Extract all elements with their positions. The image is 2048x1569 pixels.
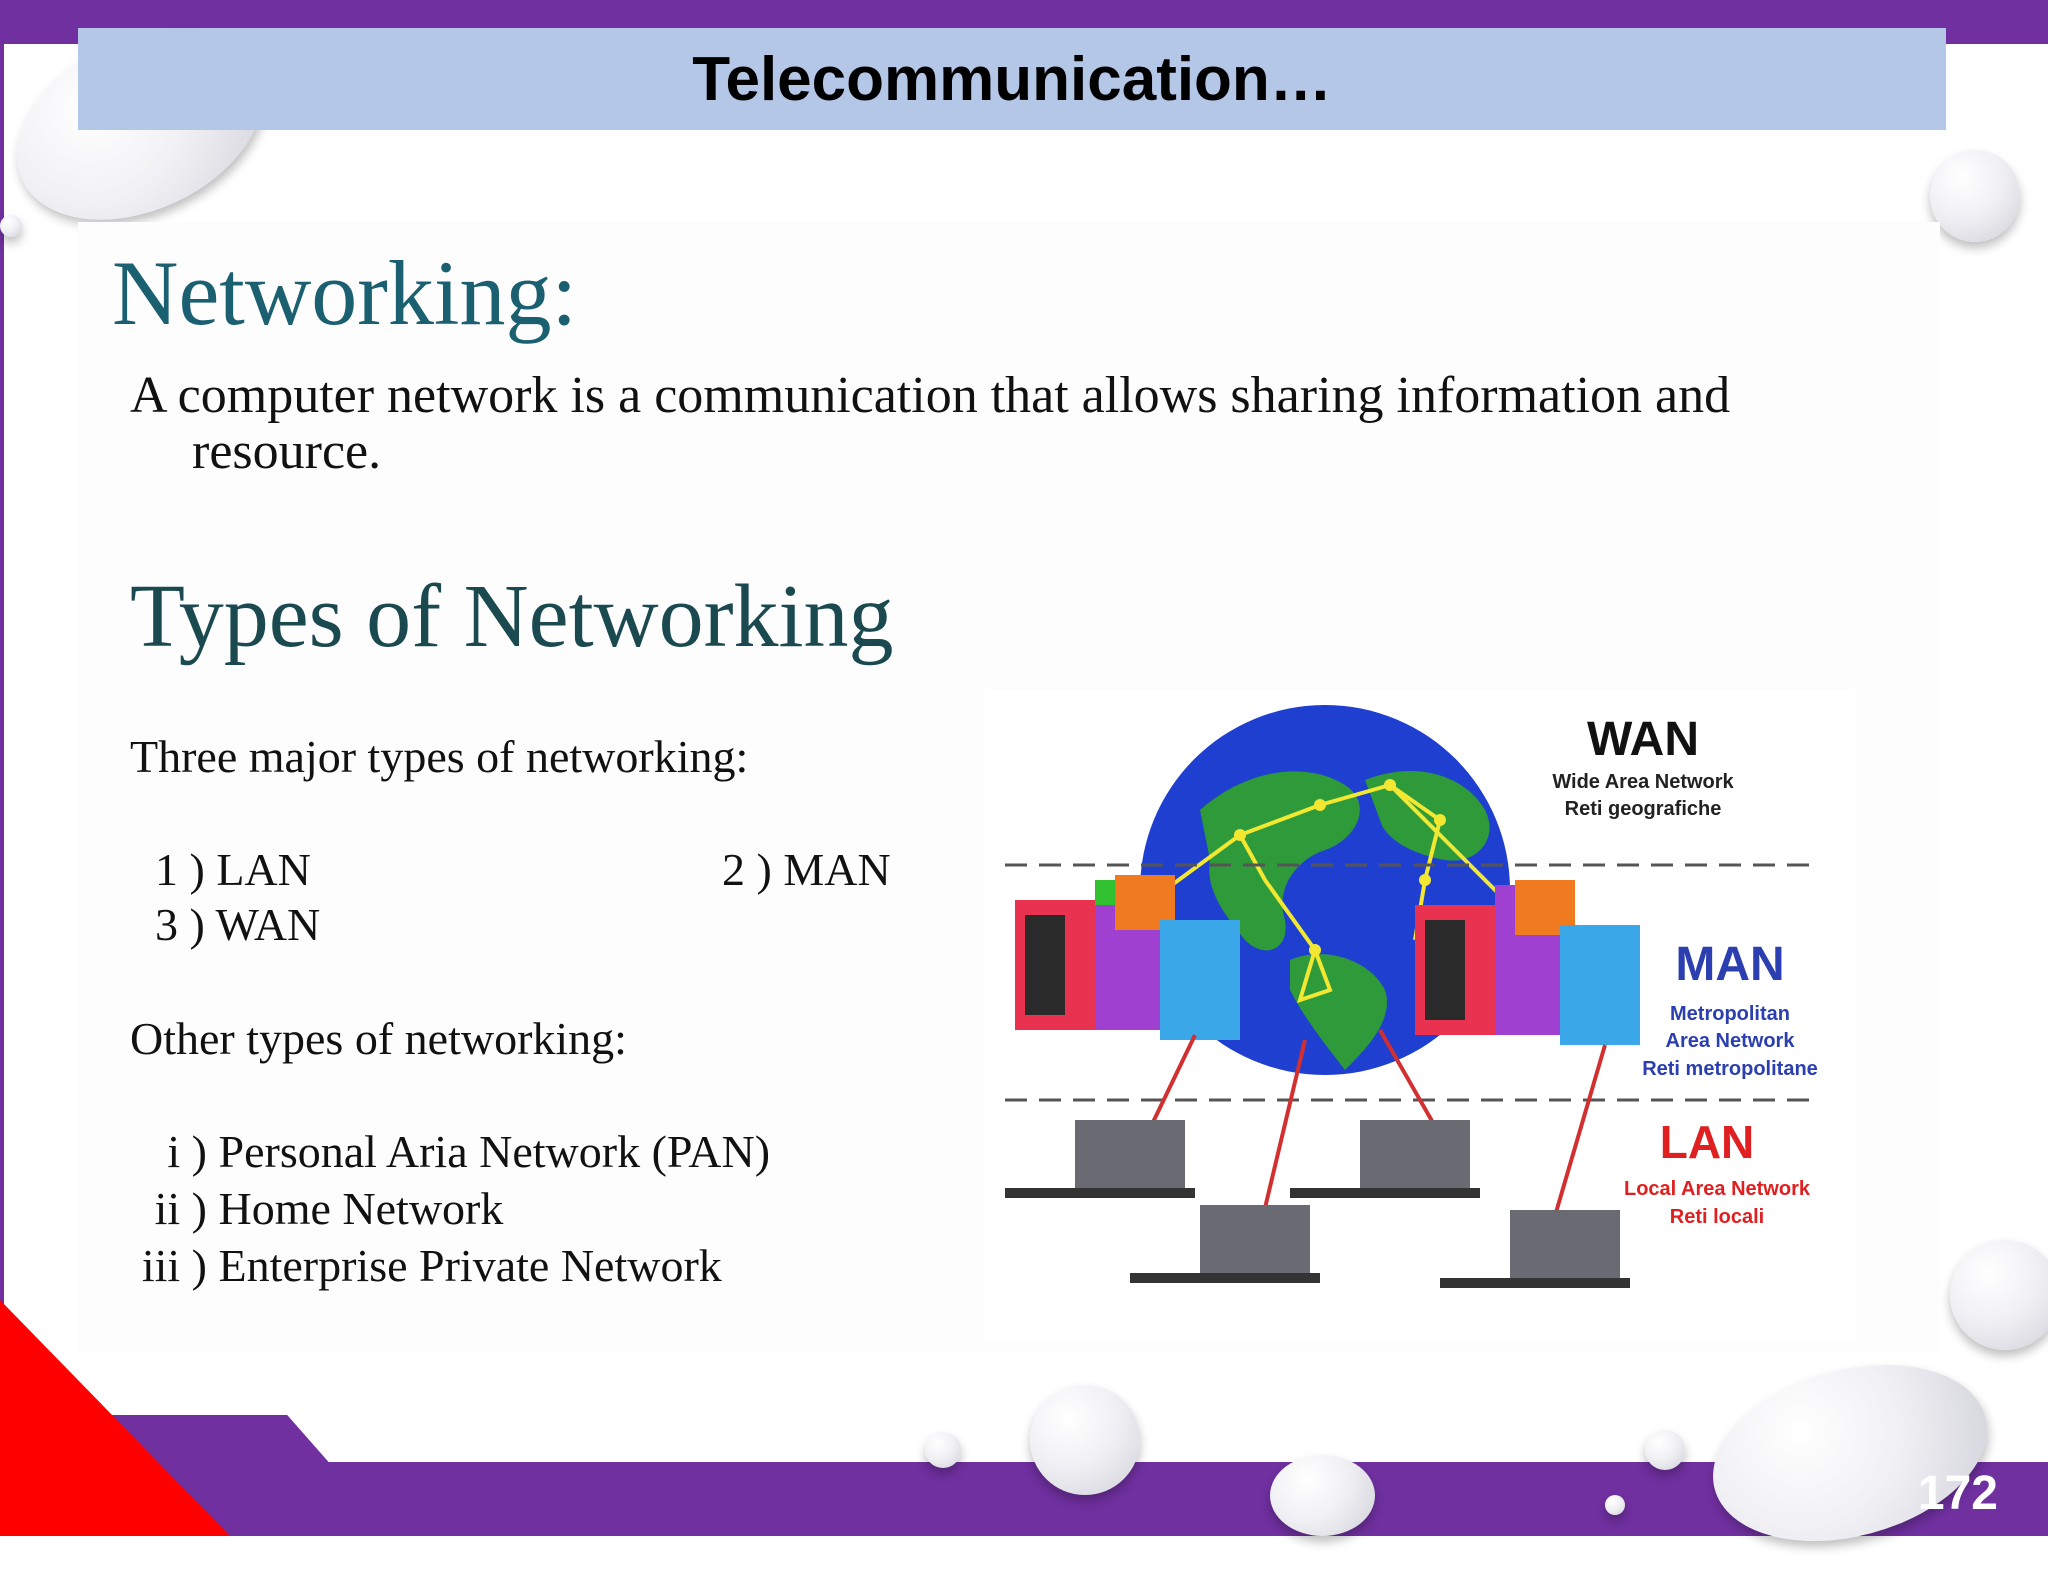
lan-description: Local Area Network bbox=[1624, 1178, 1811, 1200]
types-heading: Types of Networking bbox=[130, 567, 894, 666]
water-drop-bottom-3 bbox=[1270, 1455, 1375, 1536]
major-type-label: LAN bbox=[216, 844, 311, 895]
networking-heading: Networking: bbox=[112, 242, 578, 344]
slide-title: Telecommunication… bbox=[692, 44, 1332, 114]
water-drop-bottom-6 bbox=[1605, 1495, 1625, 1515]
lan-label: LAN bbox=[1660, 1116, 1755, 1168]
other-type-label: Personal Aria Network (PAN) bbox=[218, 1126, 771, 1177]
major-type-item: 2 ) MAN bbox=[722, 843, 891, 896]
bottom-accent-bar bbox=[0, 1462, 2048, 1536]
man-italian: Reti metropolitane bbox=[1642, 1058, 1818, 1080]
wan-description: Wide Area Network bbox=[1552, 771, 1734, 793]
network-types-diagram: WAN Wide Area Network Reti geografiche M… bbox=[985, 690, 1855, 1340]
man-description-2: Area Network bbox=[1666, 1030, 1796, 1052]
other-type-item: iii ) Enterprise Private Network bbox=[135, 1239, 722, 1292]
other-type-marker: i ) bbox=[167, 1126, 207, 1177]
major-type-marker: 1 ) bbox=[155, 844, 205, 895]
major-type-marker: 2 ) bbox=[722, 844, 772, 895]
definition-line-1: A computer network is a communication th… bbox=[130, 367, 1731, 424]
major-type-label: MAN bbox=[783, 844, 891, 895]
major-types-intro: Three major types of networking: bbox=[130, 731, 749, 782]
water-drop-bottom-1 bbox=[1030, 1385, 1140, 1495]
major-type-item: 3 ) WAN bbox=[155, 898, 320, 951]
water-drop-bottom-2 bbox=[925, 1432, 961, 1468]
left-accent-edge bbox=[0, 44, 4, 1304]
definition-line-2: resource. bbox=[192, 423, 382, 480]
other-type-item: ii ) Home Network bbox=[135, 1182, 504, 1235]
other-types-intro: Other types of networking: bbox=[130, 1013, 627, 1064]
wan-italian: Reti geografiche bbox=[1565, 798, 1722, 820]
wan-nodes bbox=[1234, 779, 1446, 956]
lan-building-icon bbox=[1005, 1120, 1630, 1288]
man-cluster-left-icon bbox=[1015, 875, 1240, 1040]
page-number: 172 bbox=[1917, 1467, 1998, 1520]
lan-italian: Reti locali bbox=[1670, 1206, 1764, 1228]
other-type-marker: ii ) bbox=[154, 1183, 207, 1234]
major-type-label: WAN bbox=[215, 899, 321, 950]
other-type-item: i ) Personal Aria Network (PAN) bbox=[135, 1125, 770, 1178]
man-label: MAN bbox=[1675, 938, 1784, 991]
man-cluster-right-icon bbox=[1415, 880, 1640, 1045]
water-drop-top-left-small bbox=[0, 215, 22, 237]
other-type-marker: iii ) bbox=[141, 1240, 207, 1291]
major-type-item: 1 ) LAN bbox=[155, 843, 311, 896]
water-drop-right-mid bbox=[1950, 1240, 2048, 1350]
wan-label: WAN bbox=[1587, 713, 1699, 766]
other-type-label: Home Network bbox=[218, 1183, 504, 1234]
slide-title-band: Telecommunication… bbox=[78, 28, 1946, 130]
networking-definition: A computer network is a communication th… bbox=[130, 368, 1910, 480]
other-type-label: Enterprise Private Network bbox=[218, 1240, 722, 1291]
major-type-marker: 3 ) bbox=[155, 899, 205, 950]
man-description-1: Metropolitan bbox=[1670, 1003, 1790, 1025]
water-drop-bottom-4 bbox=[1645, 1430, 1685, 1470]
water-drop-right-top bbox=[1930, 150, 2020, 242]
